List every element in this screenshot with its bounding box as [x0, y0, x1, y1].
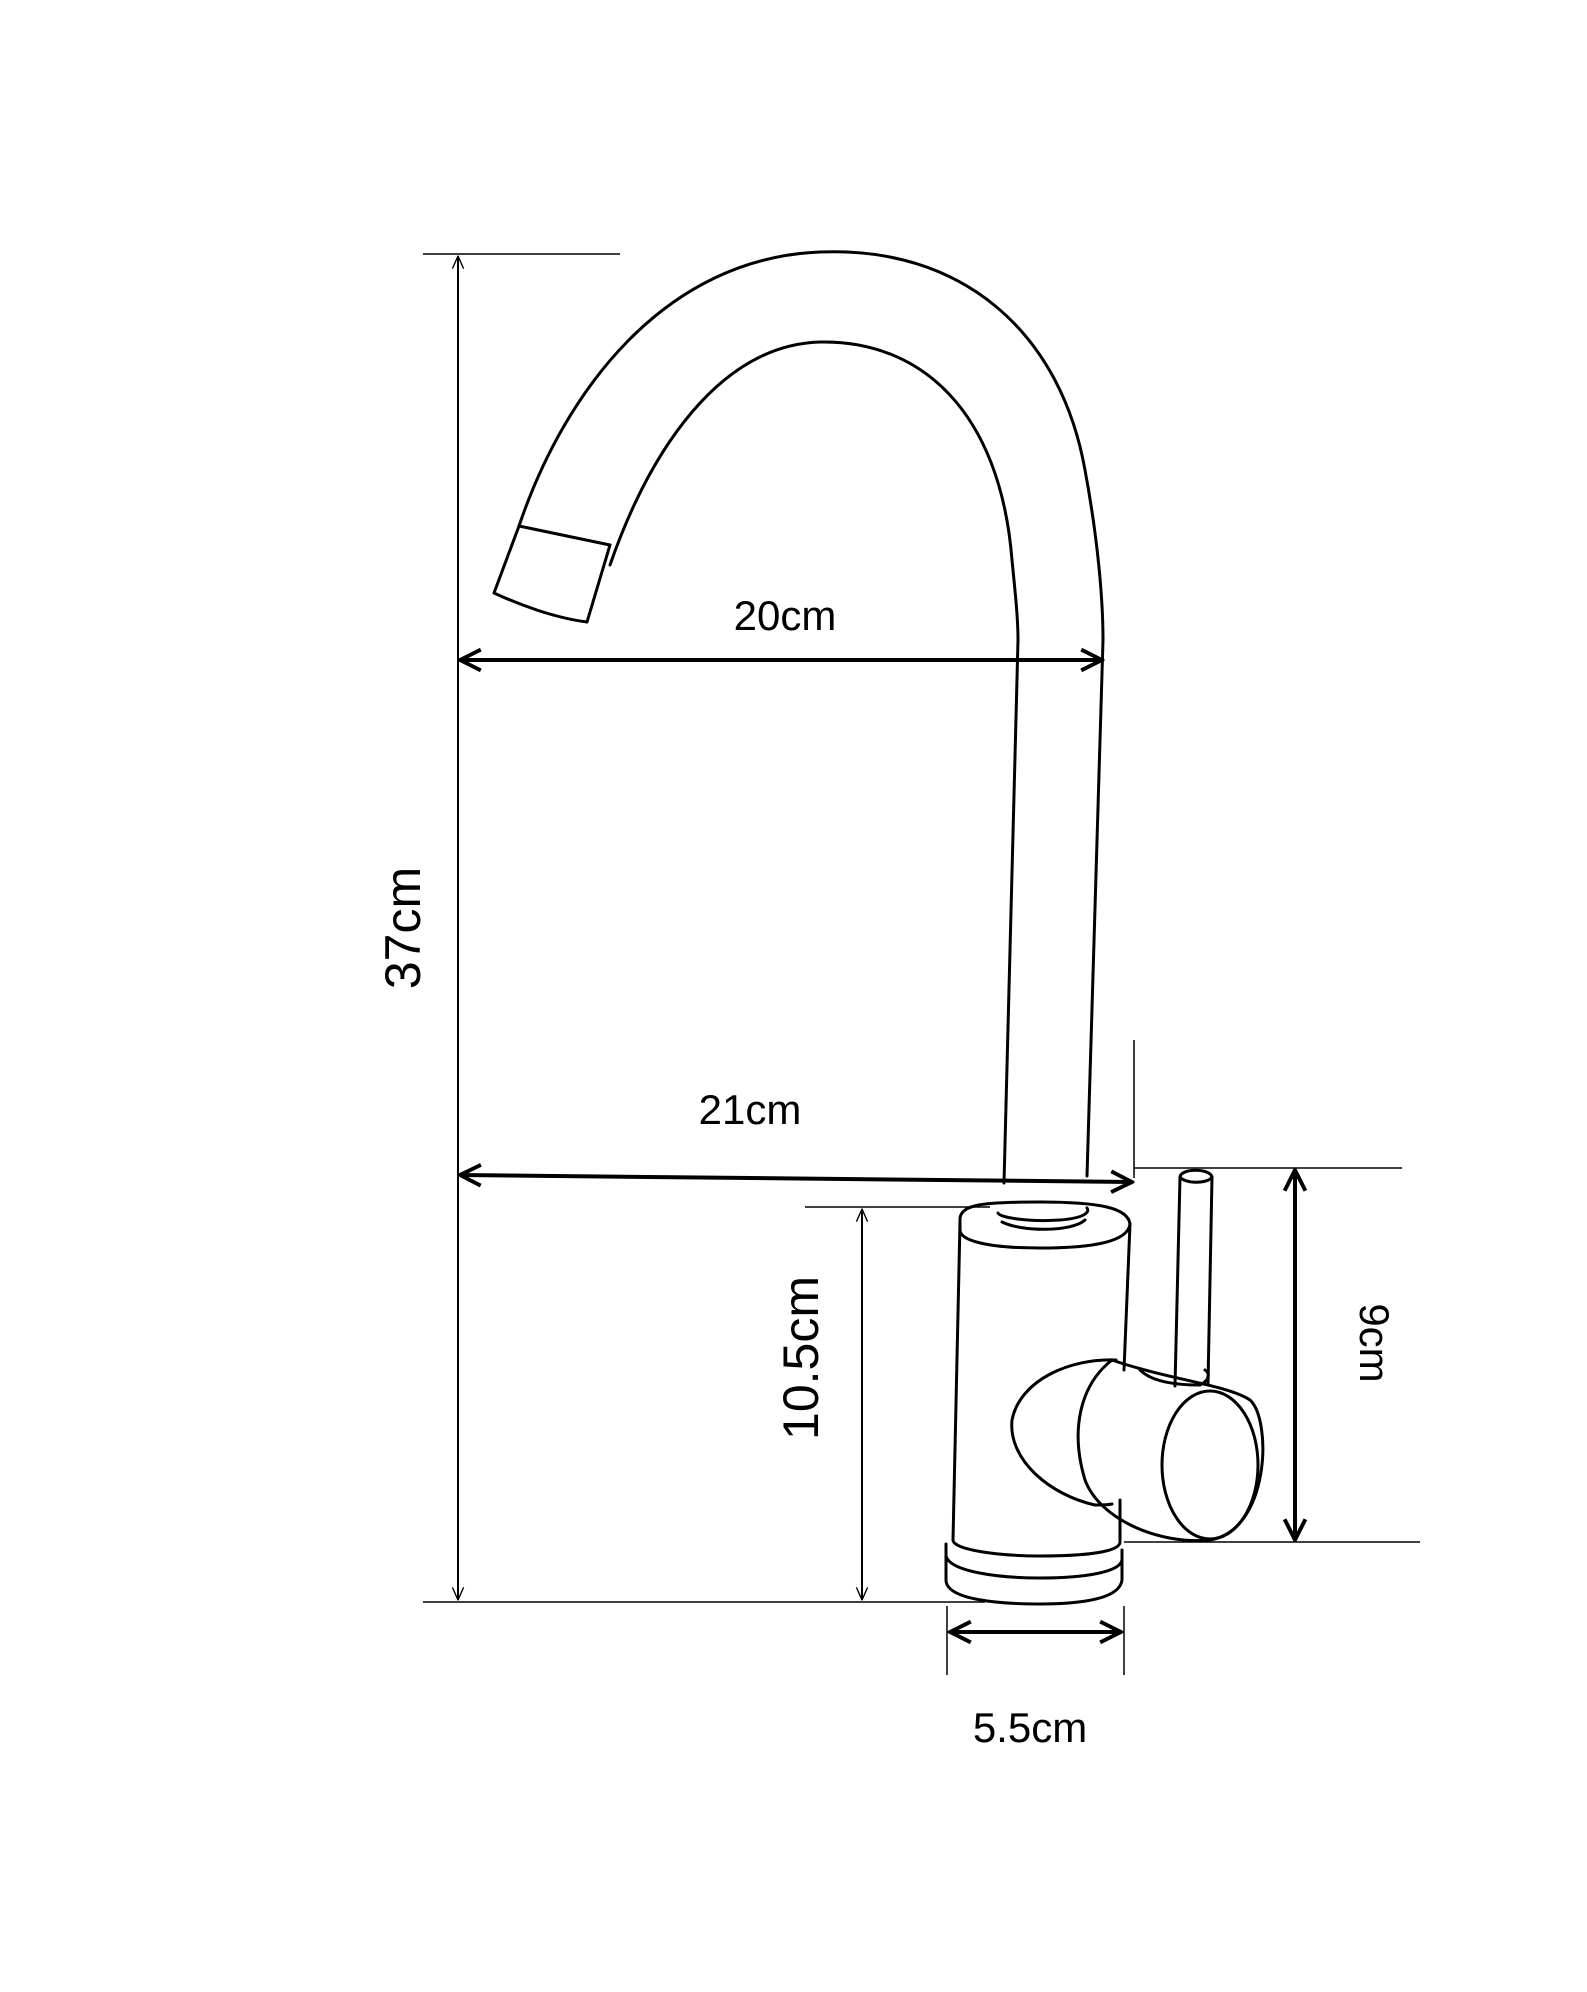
label-spout-reach: 20cm	[734, 592, 837, 639]
label-base-diameter: 5.5cm	[973, 1704, 1087, 1751]
extension-lines	[423, 253, 1420, 1675]
body-cylinder	[951, 1220, 1132, 1542]
handle-hub	[1010, 1358, 1265, 1543]
label-body-height: 10.5cm	[773, 1276, 829, 1440]
aerator	[492, 524, 612, 624]
faucet-outline	[492, 250, 1265, 1606]
spout-inner-contour	[608, 340, 1020, 1185]
dimension-labels: 37cm 20cm 21cm 10.5cm 5.5cm 9cm	[375, 592, 1398, 1751]
base-ring	[944, 1538, 1124, 1606]
label-handle-height: 9cm	[1351, 1303, 1398, 1382]
label-total-depth: 21cm	[699, 1086, 802, 1133]
dimension-lines	[458, 256, 1295, 1632]
dim-line-total-depth	[460, 1175, 1132, 1182]
handle-lever	[1173, 1168, 1214, 1388]
body-top-cap	[958, 1200, 1132, 1250]
spout-outer-contour	[517, 250, 1105, 1178]
label-total-height: 37cm	[375, 867, 431, 989]
